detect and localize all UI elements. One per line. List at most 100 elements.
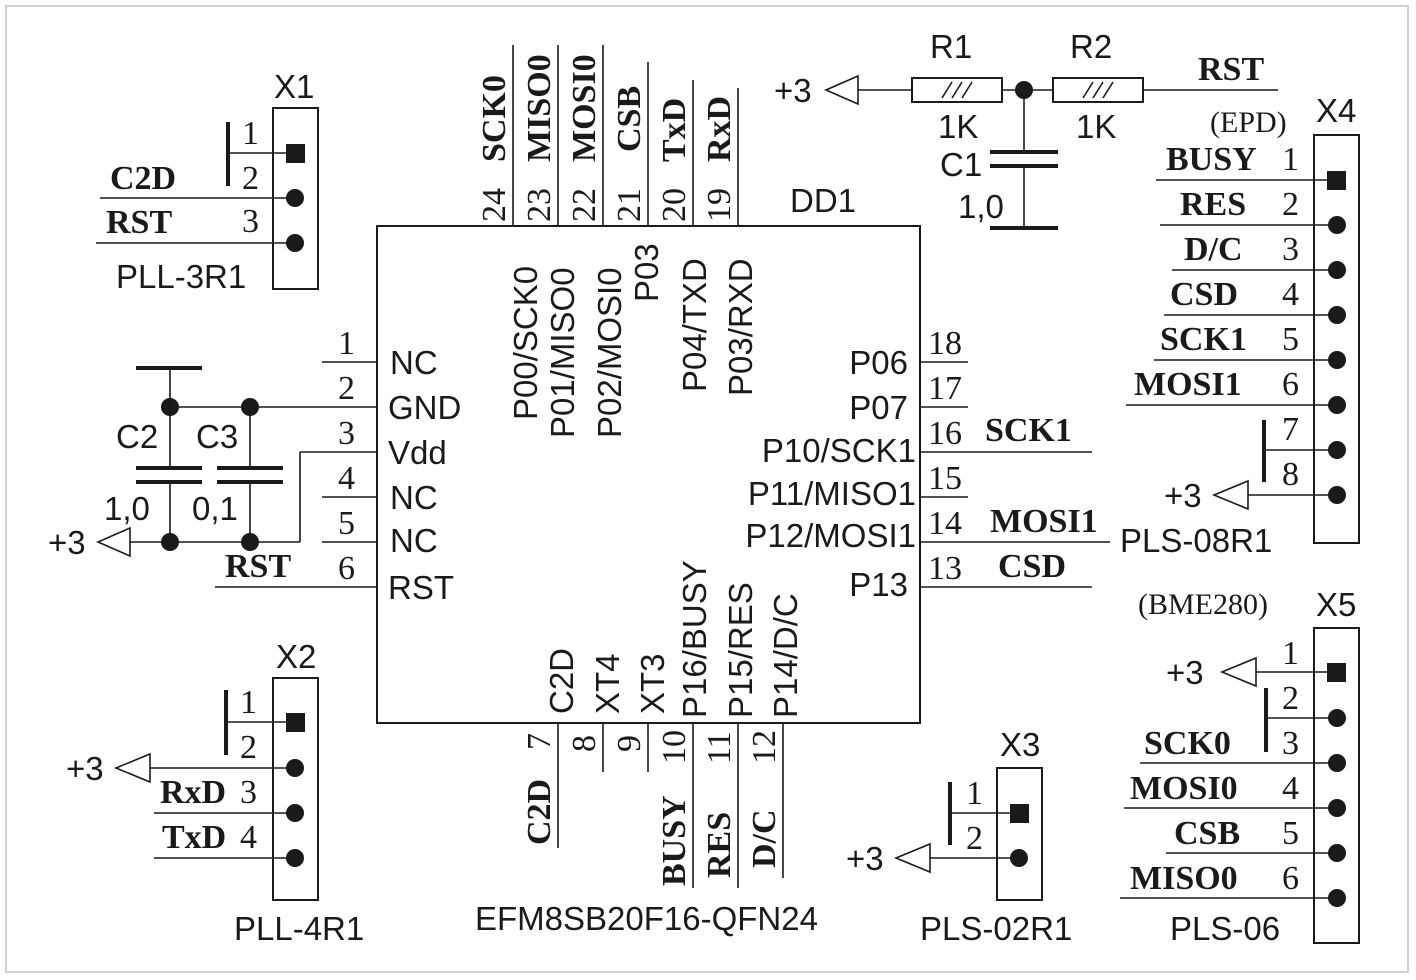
chip-right-pins: 18 17 16 15 14 13 P06 P07 P10/SCK1 P11/M… <box>745 325 1110 603</box>
pin-number: 3 <box>1282 725 1299 762</box>
x3-ref: X3 <box>1000 726 1040 763</box>
pin-name: P12/MOSI1 <box>745 517 916 554</box>
net-label-csd: CSD <box>998 548 1066 585</box>
net-label-rst: RST <box>1198 51 1264 88</box>
pin-number: 1 <box>242 115 259 152</box>
net-label-dc: D/C <box>1184 231 1243 268</box>
pin-name: P13 <box>849 566 908 603</box>
chip-left-pins: 1 2 3 4 5 6 NC GND Vdd NC NC RST RST <box>215 325 461 606</box>
c1-ref: C1 <box>940 146 982 183</box>
r1-ref: R1 <box>930 28 972 65</box>
r2-ref: R2 <box>1070 28 1112 65</box>
pin-name: P03 <box>628 243 665 302</box>
x4-note: (EPD) <box>1210 106 1287 139</box>
pin-name: XT4 <box>589 653 626 714</box>
pin-number: 3 <box>242 203 259 240</box>
net-label-csb: CSB <box>611 86 648 152</box>
chip-top-pins: 24 23 22 21 20 19 SCK0 MISO0 MOSI0 CSB T… <box>476 45 759 438</box>
pin-name: P14/D/C <box>767 593 804 718</box>
pin-name: P04/TXD <box>676 258 713 392</box>
net-label-mosi0: MOSI0 <box>1130 770 1238 807</box>
pin-number: 7 <box>521 733 558 750</box>
c3-value: 0,1 <box>192 490 238 527</box>
pin-number: 4 <box>1282 770 1299 807</box>
r2-value: 1K <box>1076 108 1116 145</box>
power-arrow-icon <box>113 752 151 784</box>
net-label-sck1: SCK1 <box>1160 321 1247 358</box>
pin-number: 20 <box>656 188 693 222</box>
pin-number: 17 <box>928 370 962 407</box>
pin-number: 1 <box>1282 635 1299 672</box>
power-label: +3 <box>48 524 86 561</box>
pin-number: 5 <box>1282 815 1299 852</box>
pin-name: P06 <box>849 344 908 381</box>
pin-number: 5 <box>1282 321 1299 358</box>
net-label-rxd: RxD <box>160 774 226 811</box>
r1-value: 1K <box>938 108 978 145</box>
net-label-mosi1: MOSI1 <box>1134 366 1242 403</box>
pin-number: 22 <box>566 188 603 222</box>
chip-dd1: DD1 EFM8SB20F16-QFN24 1 2 3 4 5 6 NC GND… <box>215 45 1110 937</box>
pin-number: 2 <box>338 370 355 407</box>
x5-type: PLS-06 <box>1170 910 1280 947</box>
capacitors-c2-c3: +3 C2 C3 1,0 0,1 <box>48 366 322 561</box>
power-label: +3 <box>1166 654 1204 691</box>
pin-number: 2 <box>242 160 259 197</box>
pin-number: 2 <box>966 820 983 857</box>
pin-number: 8 <box>566 735 603 752</box>
pin-name: C2D <box>543 648 580 714</box>
x2-type: PLL-4R1 <box>234 910 364 947</box>
pin-name: P15/RES <box>722 582 759 718</box>
pin-number: 1 <box>966 775 983 812</box>
pin-number: 5 <box>338 505 355 542</box>
pin-number: 9 <box>611 735 648 752</box>
pin-number: 6 <box>1282 366 1299 403</box>
x1-type: PLL-3R1 <box>116 258 246 295</box>
pin-name: P00/SCK0 <box>507 266 544 420</box>
pin-name: NC <box>390 522 438 559</box>
net-label-csb: CSB <box>1174 815 1240 852</box>
power-label: +3 <box>774 72 812 109</box>
x5-ref: X5 <box>1316 586 1356 623</box>
pin-number: 4 <box>338 460 355 497</box>
net-label-rxd: RxD <box>701 96 738 162</box>
connector-x3-body <box>996 767 1043 901</box>
pin-number: 11 <box>701 731 738 764</box>
power-label: +3 <box>66 750 104 787</box>
pin-number: 24 <box>476 188 513 222</box>
pin-number: 1 <box>240 684 257 721</box>
net-label-dc: D/C <box>746 809 783 868</box>
pin-name: P02/MOSI0 <box>591 267 628 438</box>
pin-name: RST <box>388 569 454 606</box>
pin-name: P11/MISO1 <box>748 475 916 512</box>
pin-number: 13 <box>928 550 962 587</box>
chip-ref: DD1 <box>790 182 856 219</box>
connector-x4: +3 X4 (EPD) PLS-08R1 1 2 3 4 5 6 7 8 BUS… <box>1120 92 1360 559</box>
net-label-sck0: SCK0 <box>1144 725 1231 762</box>
pin-name: GND <box>388 389 461 426</box>
pin-number: 23 <box>521 188 558 222</box>
power-arrow-icon <box>96 526 131 558</box>
pin-number: 4 <box>240 819 257 856</box>
pin-number: 6 <box>338 550 355 587</box>
pin-number: 14 <box>928 505 962 542</box>
pin-name: P07 <box>849 389 908 426</box>
pin-number: 1 <box>1282 141 1299 178</box>
pin-name: P03/RXD <box>722 258 759 396</box>
net-label-sck1: SCK1 <box>985 412 1072 449</box>
pin-name: Vdd <box>388 434 447 471</box>
net-label-miso0: MISO0 <box>1130 860 1238 897</box>
pin-name: P16/BUSY <box>676 560 713 718</box>
pin-number: 18 <box>928 325 962 362</box>
reset-network: +3 R1 R2 1K 1K C1 1,0 RST <box>774 28 1278 230</box>
connector-x3: +3 X3 PLS-02R1 1 2 <box>846 726 1072 947</box>
pin-number: 2 <box>1282 186 1299 223</box>
pin-number: 19 <box>701 188 738 222</box>
net-label-txd: TxD <box>656 98 693 162</box>
x2-ref: X2 <box>276 638 316 675</box>
net-label-c2d: C2D <box>521 779 558 845</box>
net-label-busy: BUSY <box>656 795 693 886</box>
power-label: +3 <box>846 840 884 877</box>
connector-x5: +3 X5 (BME280) PLS-06 1 2 3 4 5 6 SCK0 M… <box>1120 586 1360 947</box>
pin-number: 12 <box>746 730 783 764</box>
